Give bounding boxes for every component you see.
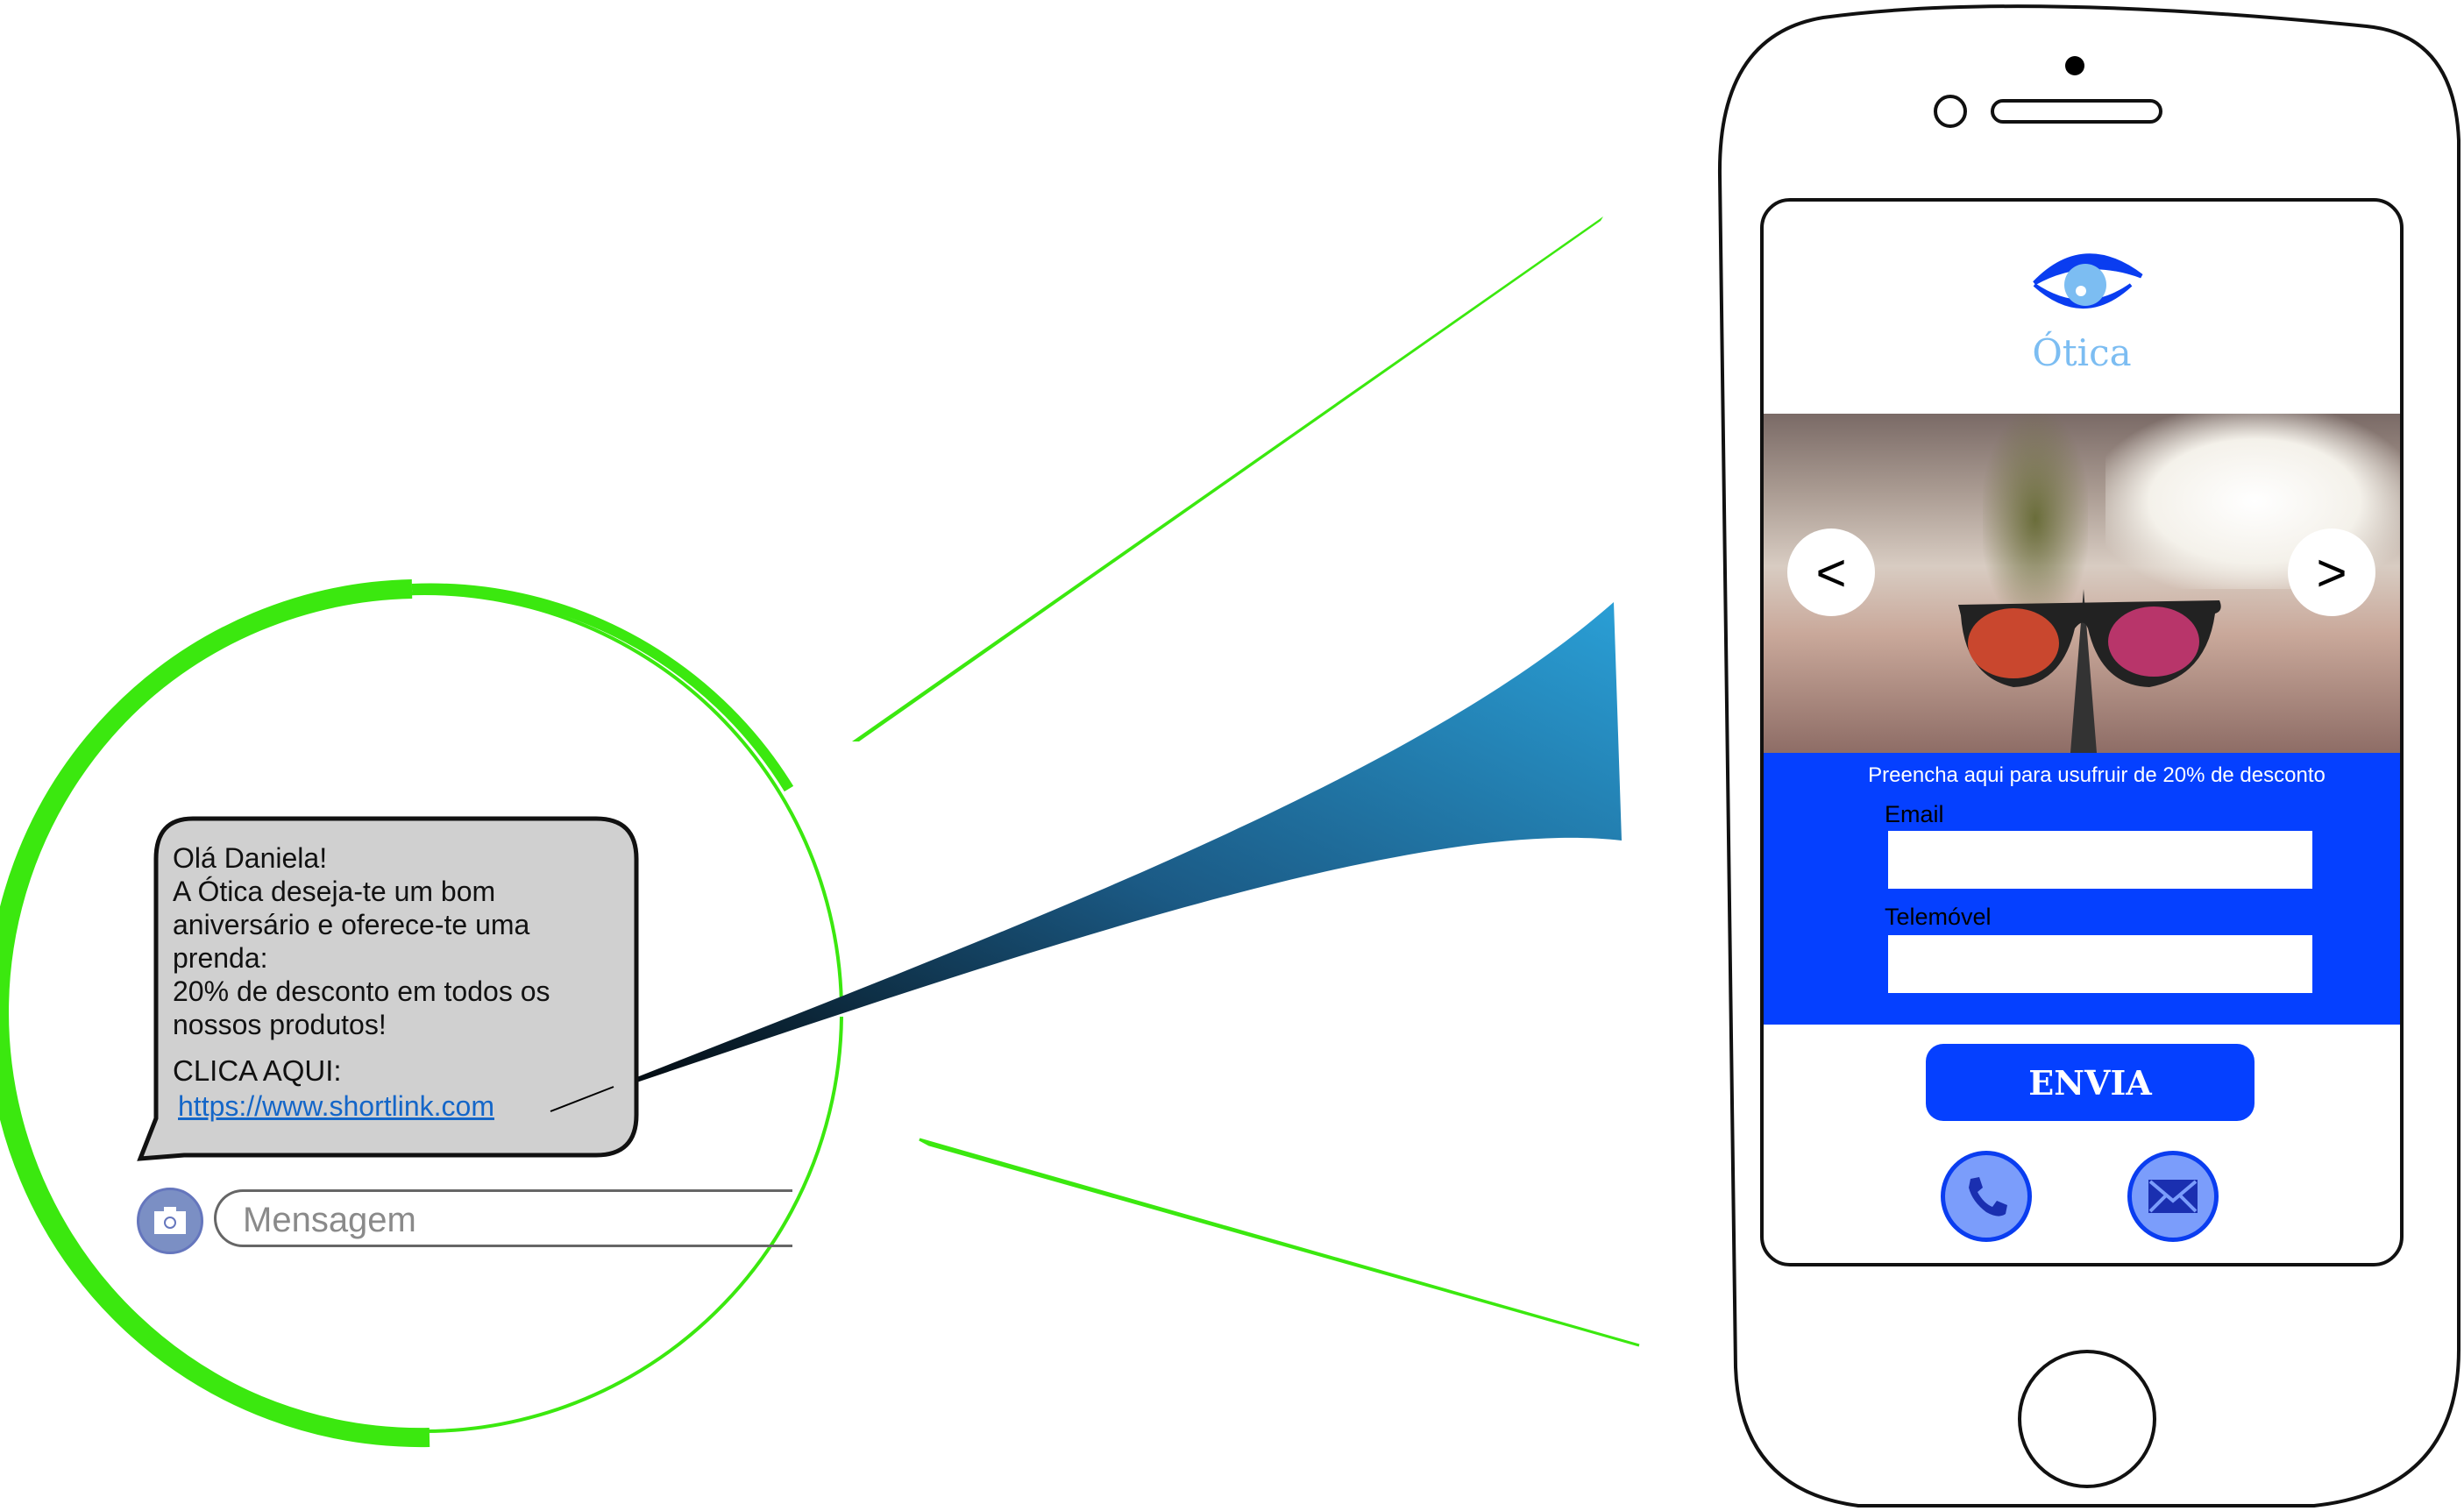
email-label: Email — [1885, 801, 1944, 827]
carousel-next-button[interactable]: > — [2288, 528, 2375, 616]
email-field[interactable] — [1888, 831, 2312, 889]
call-button[interactable] — [1941, 1151, 2032, 1242]
phone-icon — [1969, 1177, 2007, 1217]
zoom-circle — [5, 592, 843, 1433]
sms-line: 20% de desconto em todos os — [173, 975, 550, 1007]
sms-line: prenda: — [173, 942, 268, 974]
mail-icon — [2148, 1180, 2198, 1213]
callout-wedge — [550, 602, 1622, 1111]
sms-bubble — [137, 816, 639, 1161]
sms-cta: CLICA AQUI: — [173, 1054, 342, 1087]
message-placeholder: Mensagem — [243, 1201, 416, 1239]
zoom-circle-thick — [0, 579, 430, 1448]
speaker — [1991, 99, 2162, 124]
chevron-left-icon: < — [1815, 543, 1847, 602]
camera-button[interactable] — [137, 1188, 203, 1254]
sms-message: Olá Daniela! A Ótica deseja-te um bom an… — [173, 841, 628, 1041]
carousel-prev-button[interactable]: < — [1787, 528, 1875, 616]
sms-line: Olá Daniela! — [173, 842, 328, 874]
phone-screen: Ótica < > Preencha aqui para usufruir de… — [1760, 198, 2404, 1266]
callout-line-bottom — [919, 1138, 1640, 1347]
sms-line: A Ótica deseja-te um bom — [173, 876, 496, 907]
phone-label: Telemóvel — [1885, 904, 1992, 930]
home-button[interactable] — [2018, 1350, 2156, 1488]
discount-form: Preencha aqui para usufruir de 20% de de… — [1764, 753, 2400, 1025]
sms-line: aniversário e oferece-te uma — [173, 909, 530, 940]
sms-link[interactable]: https://www.shortlink.com — [178, 1090, 494, 1122]
email-button[interactable] — [2127, 1151, 2219, 1242]
phone-field[interactable] — [1888, 935, 2312, 993]
logo-text: Ótica — [2032, 331, 2132, 374]
submit-button[interactable]: ENVIA — [1926, 1044, 2255, 1121]
form-title: Preencha aqui para usufruir de 20% de de… — [1868, 763, 2326, 787]
chevron-right-icon: > — [2316, 543, 2347, 602]
sms-line: nossos produtos! — [173, 1009, 387, 1040]
sunglasses-image — [1958, 589, 2221, 753]
eye-logo-icon — [2033, 253, 2143, 309]
callout-line-top — [852, 216, 1603, 741]
camera-icon — [154, 1207, 186, 1234]
hero-carousel: < > — [1764, 414, 2400, 753]
front-camera — [2065, 56, 2084, 75]
sensor — [1934, 95, 1967, 128]
message-input[interactable]: Mensagem — [214, 1189, 792, 1247]
